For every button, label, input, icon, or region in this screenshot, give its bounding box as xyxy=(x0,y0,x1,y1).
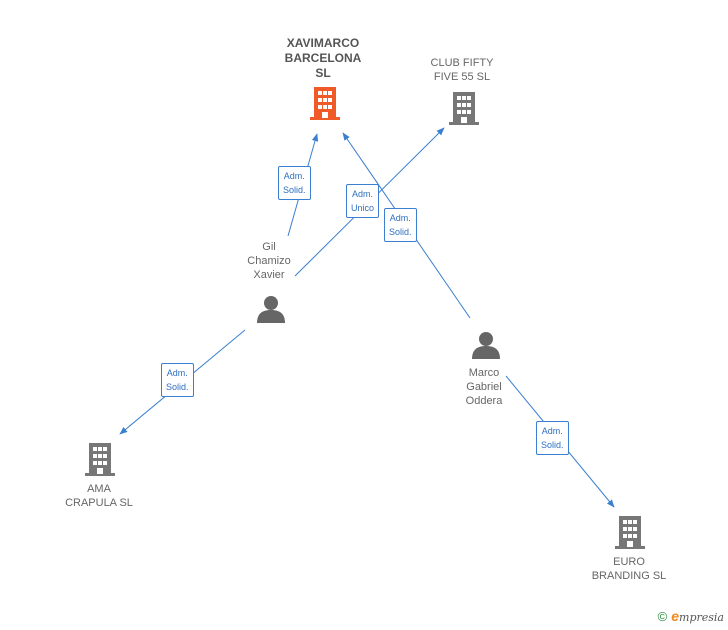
node-label-marco[interactable]: Marco Gabriel Oddera xyxy=(465,367,503,407)
edge-label-gil-clubfifty[interactable]: Adm. Unico xyxy=(346,184,380,218)
building-icon[interactable] xyxy=(614,514,646,550)
node-label-clubfifty[interactable]: CLUB FIFTY FIVE 55 SL xyxy=(430,57,494,83)
node-label-ama[interactable]: AMA CRAPULA SL xyxy=(65,483,133,509)
node-label-xavimarco[interactable]: XAVIMARCO BARCELONA SL xyxy=(284,36,362,80)
node-label-gil[interactable]: Gil Chamizo Xavier xyxy=(247,241,291,281)
brand-logo-initial: e xyxy=(671,608,680,624)
edge-label-marco-xavimarco[interactable]: Adm. Solid. xyxy=(384,208,417,242)
copyright-icon: © xyxy=(657,609,668,624)
building-icon[interactable] xyxy=(309,85,341,121)
building-icon[interactable] xyxy=(84,441,116,477)
person-icon[interactable] xyxy=(470,330,502,360)
edge-label-gil-xavimarco[interactable]: Adm. Solid. xyxy=(278,166,311,200)
building-icon[interactable] xyxy=(448,90,480,126)
footer-brand: ©empresia xyxy=(658,608,724,624)
brand-logo-text: mpresia xyxy=(679,611,724,624)
node-label-euro[interactable]: EURO BRANDING SL xyxy=(591,556,667,582)
person-icon[interactable] xyxy=(255,294,287,324)
edge-label-marco-euro[interactable]: Adm. Solid. xyxy=(536,421,569,455)
edge-label-gil-ama[interactable]: Adm. Solid. xyxy=(161,363,194,397)
